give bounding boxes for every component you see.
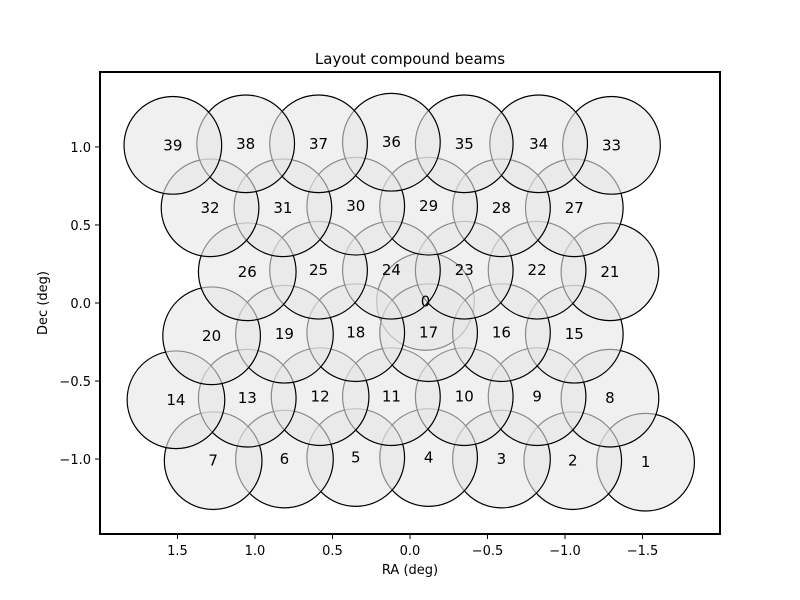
x-axis: 1.5 1.0 0.5 0.0 −0.5 −1.0 −1.5 bbox=[167, 534, 658, 559]
beam-label-17: 17 bbox=[419, 324, 438, 342]
beam-label-21: 21 bbox=[600, 263, 619, 281]
beam-label-4: 4 bbox=[424, 449, 434, 467]
beam-label-39: 39 bbox=[163, 136, 182, 154]
beam-label-19: 19 bbox=[275, 325, 294, 343]
y-tick-label: −0.5 bbox=[59, 375, 91, 390]
x-tick-label: 1.5 bbox=[167, 544, 188, 559]
beam-label-10: 10 bbox=[455, 388, 474, 406]
y-tick-label: 0.0 bbox=[70, 297, 91, 312]
beam-label-24: 24 bbox=[382, 261, 401, 279]
beam-label-6: 6 bbox=[280, 450, 290, 468]
chart-title: Layout compound beams bbox=[315, 50, 505, 68]
beam-label-12: 12 bbox=[311, 388, 330, 406]
beam-label-15: 15 bbox=[565, 325, 584, 343]
beam-label-13: 13 bbox=[238, 389, 257, 407]
beam-label-9: 9 bbox=[532, 388, 542, 406]
beam-label-34: 34 bbox=[529, 135, 548, 153]
beam-label-5: 5 bbox=[351, 449, 361, 467]
beam-39 bbox=[123, 95, 223, 195]
y-tick-label: 1.0 bbox=[70, 141, 91, 156]
beam-label-23: 23 bbox=[455, 261, 474, 279]
beam-label-18: 18 bbox=[346, 324, 365, 342]
beam-label-11: 11 bbox=[382, 388, 401, 406]
beam-label-30: 30 bbox=[346, 197, 365, 215]
beams-layer bbox=[123, 92, 696, 512]
y-axis-label: Dec (deg) bbox=[36, 271, 51, 335]
beam-label-22: 22 bbox=[528, 261, 547, 279]
beam-label-1: 1 bbox=[641, 453, 651, 471]
beam-label-37: 37 bbox=[309, 135, 328, 153]
beam-label-26: 26 bbox=[238, 263, 257, 281]
beam-label-7: 7 bbox=[208, 452, 218, 470]
x-tick-label: −1.5 bbox=[627, 544, 659, 559]
y-tick-label: −1.0 bbox=[59, 453, 91, 468]
beam-label-25: 25 bbox=[309, 261, 328, 279]
beam-label-8: 8 bbox=[605, 389, 615, 407]
beam-label-27: 27 bbox=[565, 199, 584, 217]
beam-label-31: 31 bbox=[273, 199, 292, 217]
beam-label-14: 14 bbox=[166, 391, 185, 409]
beam-label-16: 16 bbox=[492, 324, 511, 342]
beam-label-2: 2 bbox=[568, 452, 578, 470]
beam-label-32: 32 bbox=[201, 199, 220, 217]
x-tick-label: 0.5 bbox=[322, 544, 343, 559]
x-tick-label: 1.0 bbox=[245, 544, 266, 559]
beam-label-28: 28 bbox=[492, 199, 511, 217]
beam-labels-layer: 0123456789101112131415161718192021222324… bbox=[163, 133, 650, 471]
beam-label-35: 35 bbox=[455, 135, 474, 153]
x-tick-label: −0.5 bbox=[472, 544, 504, 559]
x-axis-label: RA (deg) bbox=[382, 563, 438, 578]
x-tick-label: −1.0 bbox=[549, 544, 581, 559]
beam-label-36: 36 bbox=[382, 133, 401, 151]
beam-label-0: 0 bbox=[421, 292, 431, 310]
beam-label-38: 38 bbox=[236, 135, 255, 153]
beam-label-3: 3 bbox=[497, 450, 507, 468]
beam-label-20: 20 bbox=[202, 327, 221, 345]
x-tick-label: 0.0 bbox=[400, 544, 421, 559]
y-tick-label: 0.5 bbox=[70, 219, 91, 234]
beam-label-33: 33 bbox=[602, 136, 621, 154]
y-axis: 1.0 0.5 0.0 −0.5 −1.0 bbox=[59, 141, 100, 468]
beam-label-29: 29 bbox=[419, 197, 438, 215]
